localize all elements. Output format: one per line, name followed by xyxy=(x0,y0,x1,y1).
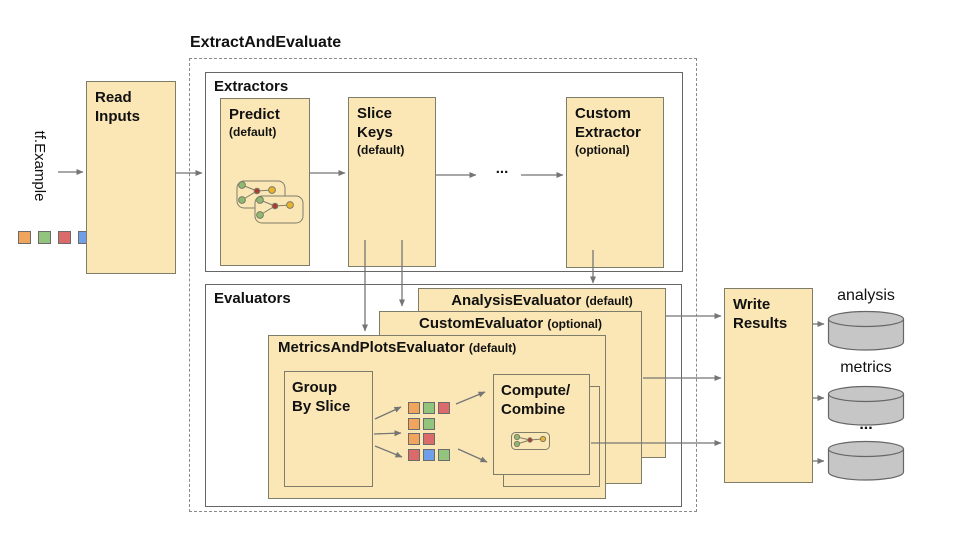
legend-square-red xyxy=(58,231,71,244)
pipeline-dashed-boundary xyxy=(189,58,697,512)
extractors-label: Extractors xyxy=(214,78,289,95)
slice-square-green xyxy=(423,402,435,414)
slice-square-red xyxy=(408,449,420,461)
metrics-and-plots-evaluator-qualifier: (default) xyxy=(468,341,517,355)
custom-extractor-box: Custom Extractor (optional) xyxy=(566,97,664,268)
compute-combine-box: Compute/ Combine xyxy=(493,374,590,475)
slice-keys-qualifier: (default) xyxy=(357,143,405,157)
more-outputs-database-cylinder-icon xyxy=(827,440,905,481)
read-inputs-title-line2: Inputs xyxy=(95,108,140,125)
predict-extractor-box: Predict (default) xyxy=(220,98,310,266)
slice-keys-extractor-box: Slice Keys (default) xyxy=(348,97,436,267)
custom-evaluator-name: CustomEvaluator xyxy=(418,315,544,332)
slice-keys-title-line2: Keys xyxy=(357,124,393,141)
combine-model-graph-icon xyxy=(511,432,550,450)
legend-square-orange xyxy=(18,231,31,244)
write-results-box: Write Results xyxy=(724,288,813,483)
analysis-evaluator-name: AnalysisEvaluator xyxy=(451,292,582,309)
predict-model-graph-icon xyxy=(236,180,304,224)
slice-square-orange xyxy=(408,418,420,430)
legend-square-green xyxy=(38,231,51,244)
output-analysis-label: analysis xyxy=(837,287,895,304)
slice-keys-title-line1: Slice xyxy=(357,105,393,122)
evaluators-label: Evaluators xyxy=(214,290,291,307)
predict-qualifier: (default) xyxy=(229,125,277,139)
custom-evaluator-qualifier: (optional) xyxy=(547,317,603,331)
output-metrics-label: metrics xyxy=(840,359,892,376)
custom-extractor-title-line1: Custom xyxy=(575,105,631,122)
group-by-slice-title-line2: By Slice xyxy=(292,398,351,415)
metrics-database-cylinder-icon xyxy=(827,385,905,426)
slice-square-green xyxy=(438,449,450,461)
analysis-database-cylinder-icon xyxy=(827,310,905,351)
slice-square-blue xyxy=(423,449,435,461)
input-label: tf.Example xyxy=(31,130,48,202)
slice-square-green xyxy=(423,418,435,430)
custom-extractor-title-line2: Extractor xyxy=(575,124,641,141)
write-results-title-line1: Write xyxy=(733,296,771,313)
custom-extractor-qualifier: (optional) xyxy=(575,143,630,157)
analysis-evaluator-qualifier: (default) xyxy=(585,294,633,308)
write-results-title-line2: Results xyxy=(733,315,788,332)
read-inputs-box: Read Inputs xyxy=(86,81,176,274)
compute-combine-title-line2: Combine xyxy=(501,401,566,418)
read-inputs-title-line1: Read xyxy=(95,89,132,106)
pipeline-title: ExtractAndEvaluate xyxy=(190,34,342,51)
extractors-ellipsis: ... xyxy=(495,160,509,177)
group-by-slice-box: Group By Slice xyxy=(284,371,373,487)
output-more-label: ... xyxy=(859,416,873,433)
predict-title: Predict xyxy=(229,106,280,123)
slice-square-red xyxy=(438,402,450,414)
group-by-slice-title-line1: Group xyxy=(292,379,337,396)
slice-square-red xyxy=(423,433,435,445)
slice-square-orange xyxy=(408,402,420,414)
metrics-and-plots-evaluator-name: MetricsAndPlotsEvaluator xyxy=(278,339,465,356)
slice-groups-grid xyxy=(408,402,453,462)
compute-combine-title-line1: Compute/ xyxy=(501,382,571,399)
slice-square-orange xyxy=(408,433,420,445)
